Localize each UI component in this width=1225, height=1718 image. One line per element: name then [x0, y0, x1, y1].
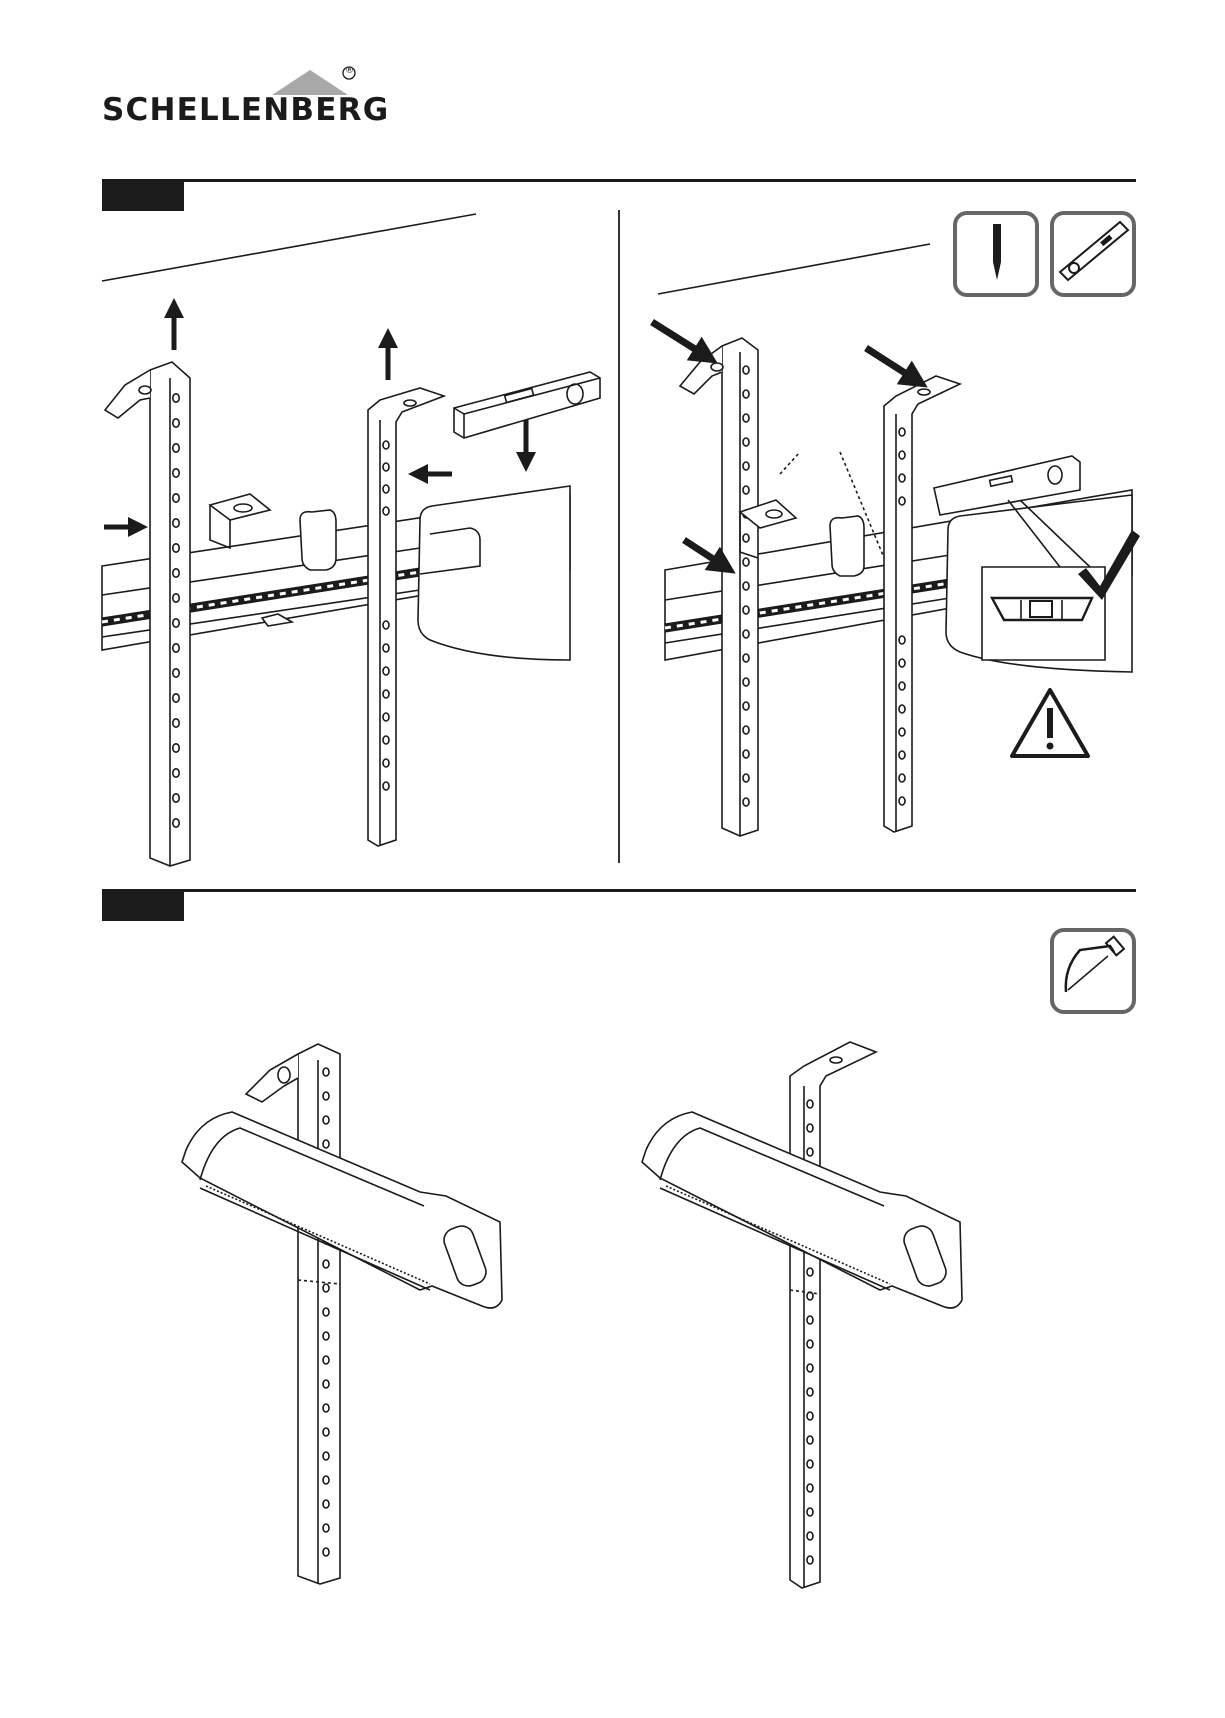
mark-arrows	[652, 322, 916, 566]
panel-align-mark	[658, 244, 1132, 836]
hacksaw-icon	[1052, 930, 1134, 1012]
warning-icon	[1012, 690, 1088, 756]
panel-remove-insert	[102, 214, 600, 866]
panel-saw-short	[642, 1042, 962, 1588]
spirit-level-icon	[1052, 213, 1134, 295]
panel-saw-long	[182, 1044, 502, 1584]
pencil-icon	[955, 213, 1037, 295]
